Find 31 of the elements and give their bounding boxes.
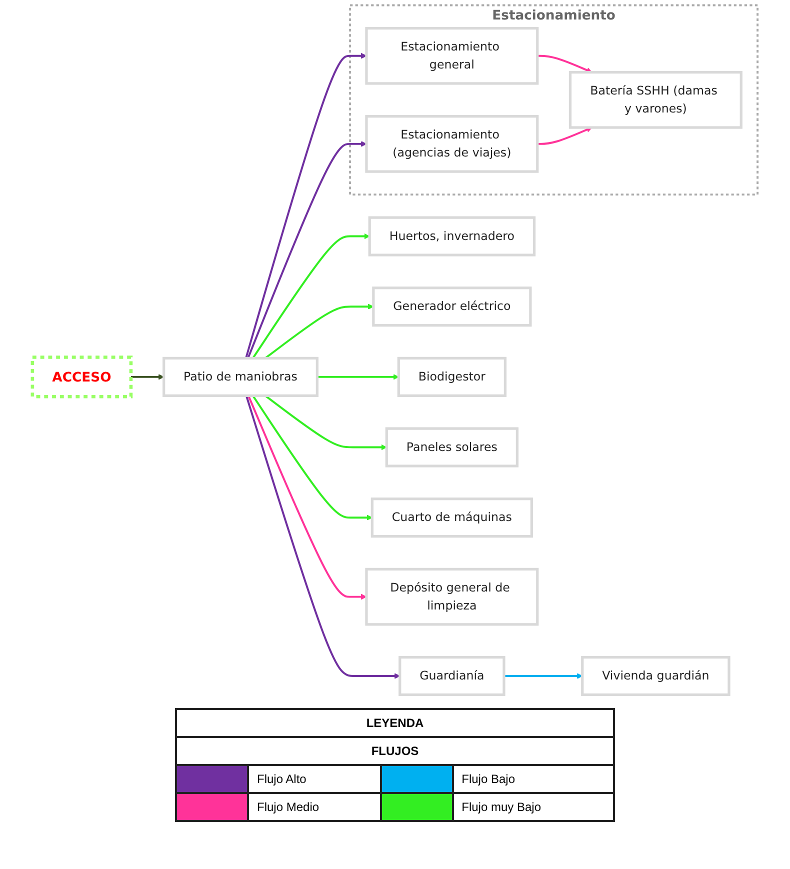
- arrow: [252, 233, 370, 359]
- node-box: Batería SSHH (damas y varones): [568, 70, 742, 129]
- legend-label: Flujo muy Bajo: [452, 793, 614, 821]
- arrow: [537, 54, 592, 73]
- arrow: [252, 395, 372, 520]
- arrow: [247, 141, 367, 359]
- node-box: Cuarto de máquinas: [370, 498, 533, 538]
- legend-label: Flujo Bajo: [452, 765, 614, 793]
- node-box: Guardianía: [398, 656, 506, 696]
- node-box: Biodigestor: [397, 356, 507, 397]
- legend-label: Flujo Alto: [248, 765, 381, 793]
- node-box: ACCESO: [30, 356, 133, 398]
- node-box: Depósito general de limpieza: [365, 568, 539, 626]
- node-box: Estacionamiento (agencias de viajes): [365, 115, 539, 173]
- node-box: Estacionamiento general: [365, 26, 539, 85]
- arrow: [130, 374, 164, 380]
- arrow: [245, 52, 367, 358]
- arrow: [504, 673, 583, 679]
- arrow: [537, 126, 592, 145]
- legend-title: LEYENDA: [176, 709, 614, 737]
- node-box: Huertos, invernadero: [368, 216, 536, 256]
- node-box: Generador eléctrico: [372, 286, 532, 327]
- node-box: Vivienda guardián: [581, 656, 730, 696]
- arrow: [264, 304, 374, 359]
- legend-label: Flujo Medio: [248, 793, 381, 821]
- arrow: [248, 395, 367, 600]
- arrow: [245, 395, 400, 679]
- node-box: Patio de maniobras: [162, 356, 318, 397]
- arrow: [264, 394, 387, 450]
- node-box: Paneles solares: [385, 427, 519, 468]
- arrow: [317, 374, 399, 380]
